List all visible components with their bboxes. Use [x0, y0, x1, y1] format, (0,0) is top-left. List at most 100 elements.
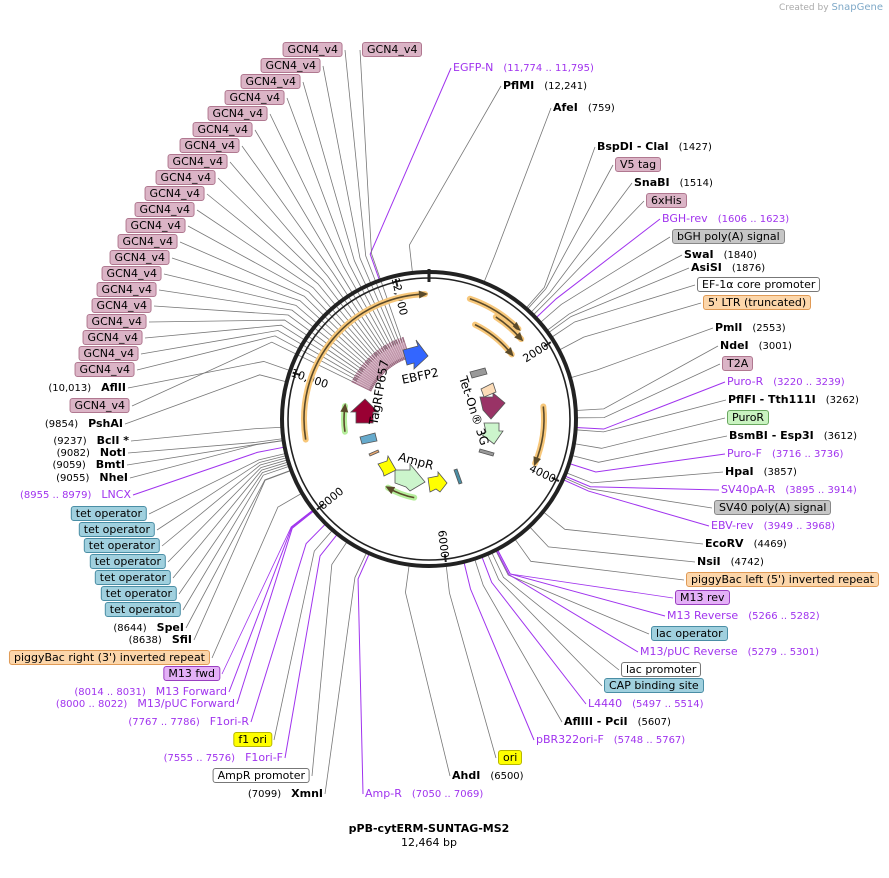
- feature-label-gcn4-v4[interactable]: GCN4_v4: [78, 346, 139, 362]
- enzyme-label-snabi[interactable]: SnaBI(1514): [634, 175, 713, 191]
- feature-label-m13-fwd[interactable]: M13 fwd: [163, 666, 220, 682]
- feature-label-v5-tag[interactable]: V5 tag: [615, 157, 662, 173]
- feature-label-gcn4-v4[interactable]: GCN4_v4: [144, 186, 205, 202]
- feature-label-bgh-poly-a-signal[interactable]: bGH poly(A) signal: [672, 229, 785, 245]
- feature-label-cap-binding-site[interactable]: CAP binding site: [604, 678, 704, 694]
- teton3g-arrow[interactable]: [479, 392, 506, 420]
- feature-label-tet-operator[interactable]: tet operator: [100, 586, 177, 602]
- enzyme-label-pflmi[interactable]: PflMI(12,241): [503, 78, 587, 94]
- feature-label-tet-operator[interactable]: tet operator: [78, 522, 155, 538]
- feature-label-6xhis[interactable]: 6xHis: [646, 193, 687, 209]
- enzyme-label-ndei[interactable]: NdeI(3001): [720, 338, 792, 354]
- primer-label-bgh-rev[interactable]: BGH-rev(1606 .. 1623): [662, 211, 789, 227]
- feature-label-ef-1-core-promoter[interactable]: EF-1α core promoter: [697, 277, 821, 293]
- bgh-polya-block[interactable]: [469, 367, 488, 379]
- feature-label-gcn4-v4[interactable]: GCN4_v4: [91, 298, 152, 314]
- feature-label-gcn4-v4[interactable]: GCN4_v4: [109, 250, 170, 266]
- primer-label-m13-puc-forward[interactable]: (8000 .. 8022)M13/pUC Forward: [56, 696, 235, 712]
- primer-label-f1ori-f[interactable]: (7555 .. 7576)F1ori-F: [164, 750, 283, 766]
- enzyme-label-afei[interactable]: AfeI(759): [553, 100, 615, 116]
- orange-arc-feature[interactable]: [303, 293, 425, 440]
- enzyme-label-pflfi-tth111i[interactable]: PflFI - Tth111I(3262): [728, 392, 859, 408]
- feature-label-gcn4-v4[interactable]: GCN4_v4: [167, 154, 228, 170]
- primer-label-ebv-rev[interactable]: EBV-rev(3949 .. 3968): [711, 518, 835, 534]
- enzyme-label-sfii[interactable]: (8638)SfiI: [129, 632, 192, 648]
- primer-label-lncx[interactable]: (8955 .. 8979)LNCX: [20, 487, 131, 503]
- tagrfp657-arrow[interactable]: [349, 398, 379, 424]
- enzyme-label-pmli[interactable]: PmlI(2553): [715, 320, 786, 336]
- feature-label-ampr-promoter[interactable]: AmpR promoter: [212, 768, 310, 784]
- enzyme-label-bsmbi-esp3i[interactable]: BsmBI - Esp3I(3612): [729, 428, 857, 444]
- piggybac-right-block[interactable]: [368, 449, 380, 457]
- feature-label-t2a[interactable]: T2A: [722, 356, 754, 372]
- feature-label-gcn4-v4[interactable]: GCN4_v4: [69, 398, 130, 414]
- feature-label-f1-ori[interactable]: f1 ori: [233, 732, 272, 748]
- enzyme-label-asisi[interactable]: AsiSI(1876): [691, 260, 765, 276]
- primer-label-m13-forward[interactable]: (8014 .. 8031)M13 Forward: [74, 684, 227, 700]
- enzyme-label-spei[interactable]: (8644)SpeI: [113, 620, 184, 636]
- sv40-polya-block[interactable]: [478, 448, 495, 457]
- feature-label-gcn4-v4[interactable]: GCN4_v4: [282, 42, 343, 58]
- feature-label-tet-operator[interactable]: tet operator: [94, 570, 171, 586]
- feature-label-gcn4-v4[interactable]: GCN4_v4: [179, 138, 240, 154]
- enzyme-label-nsii[interactable]: NsiI(4742): [697, 554, 764, 570]
- lac-block[interactable]: [453, 468, 463, 485]
- feature-label-gcn4-v4[interactable]: GCN4_v4: [96, 282, 157, 298]
- feature-label-gcn4-v4[interactable]: GCN4_v4: [86, 314, 147, 330]
- feature-label-lac-promoter[interactable]: lac promoter: [621, 662, 702, 678]
- enzyme-label-afliii-pcii[interactable]: AflIII - PciI(5607): [564, 714, 671, 730]
- enzyme-label-xmni[interactable]: (7099)XmnI: [248, 786, 323, 802]
- primer-label-m13-reverse[interactable]: M13 Reverse(5266 .. 5282): [667, 608, 820, 624]
- primer-label-f1ori-r[interactable]: (7767 .. 7786)F1ori-R: [128, 714, 249, 730]
- primer-label-sv40pa-r[interactable]: SV40pA-R(3895 .. 3914): [721, 482, 857, 498]
- enzyme-label-swai[interactable]: SwaI(1840): [684, 247, 757, 263]
- enzyme-label-bspdi-clai[interactable]: BspDI - ClaI(1427): [597, 139, 712, 155]
- enzyme-label-bmti[interactable]: (9059)BmtI: [53, 457, 125, 473]
- enzyme-label-hpai[interactable]: HpaI(3857): [725, 464, 797, 480]
- feature-label-gcn4-v4[interactable]: GCN4_v4: [155, 170, 216, 186]
- feature-label-gcn4-v4[interactable]: GCN4_v4: [101, 266, 162, 282]
- feature-label-gcn4-v4[interactable]: GCN4_v4: [117, 234, 178, 250]
- primer-label-puro-r[interactable]: Puro-R(3220 .. 3239): [727, 374, 845, 390]
- primer-label-m13-puc-reverse[interactable]: M13/pUC Reverse(5279 .. 5301): [640, 644, 819, 660]
- primer-label-puro-f[interactable]: Puro-F(3716 .. 3736): [727, 446, 843, 462]
- feature-label-gcn4-v4[interactable]: GCN4_v4: [192, 122, 253, 138]
- enzyme-label-ecorv[interactable]: EcoRV(4469): [705, 536, 787, 552]
- enzyme-label-aflii[interactable]: (10,013)AflII: [48, 380, 126, 396]
- ampr-arrow[interactable]: [394, 462, 426, 492]
- feature-label-ori[interactable]: ori: [498, 750, 523, 766]
- feature-label-gcn4-v4[interactable]: GCN4_v4: [240, 74, 301, 90]
- feature-label-gcn4-v4[interactable]: GCN4_v4: [134, 202, 195, 218]
- enzyme-label-nhei[interactable]: (9055)NheI: [56, 470, 128, 486]
- feature-label-piggybac-left-5-inverted-repeat[interactable]: piggyBac left (5') inverted repeat: [686, 572, 879, 588]
- feature-label-gcn4-v4[interactable]: GCN4_v4: [224, 90, 285, 106]
- feature-label-tet-operator[interactable]: tet operator: [83, 538, 160, 554]
- feature-label-tet-operator[interactable]: tet operator: [104, 602, 181, 618]
- feature-label-piggybac-right-3-inverted-repeat[interactable]: piggyBac right (3') inverted repeat: [8, 650, 210, 666]
- enzyme-label-noti[interactable]: (9082)NotI: [57, 445, 126, 461]
- feature-label-gcn4-v4[interactable]: GCN4_v4: [82, 330, 143, 346]
- ltr-block[interactable]: [480, 382, 497, 398]
- primer-label-l4440[interactable]: L4440(5497 .. 5514): [588, 696, 704, 712]
- primer-label-egfp-n[interactable]: EGFP-N(11,774 .. 11,795): [453, 60, 594, 76]
- feature-label-gcn4-v4[interactable]: GCN4_v4: [125, 218, 186, 234]
- f1ori-arrow[interactable]: [427, 470, 448, 493]
- ori-arrow[interactable]: [377, 454, 397, 477]
- enzyme-label-pshai[interactable]: (9854)PshAI: [45, 416, 123, 432]
- primer-label-amp-r[interactable]: Amp-R(7050 .. 7069): [365, 786, 483, 802]
- feature-label-m13-rev[interactable]: M13 rev: [675, 590, 730, 606]
- feature-label-gcn4-v4[interactable]: GCN4_v4: [207, 106, 268, 122]
- feature-label-tet-operator[interactable]: tet operator: [89, 554, 166, 570]
- feature-label-lac-operator[interactable]: lac operator: [651, 626, 728, 642]
- puror-arrow[interactable]: [480, 422, 504, 445]
- tet-operator-block[interactable]: [359, 432, 378, 445]
- ebfp2-arrow[interactable]: [402, 339, 429, 370]
- feature-label-tet-operator[interactable]: tet operator: [70, 506, 147, 522]
- enzyme-label-bcli[interactable]: (9237)BclI *: [53, 433, 129, 449]
- feature-label-gcn4-v4[interactable]: GCN4_v4: [362, 42, 423, 58]
- enzyme-label-ahdi[interactable]: AhdI(6500): [452, 768, 524, 784]
- feature-label-gcn4-v4[interactable]: GCN4_v4: [260, 58, 321, 74]
- suntag-array[interactable]: [356, 341, 409, 390]
- feature-label-gcn4-v4[interactable]: GCN4_v4: [74, 362, 135, 378]
- feature-label-5-ltr-truncated[interactable]: 5' LTR (truncated): [703, 295, 812, 311]
